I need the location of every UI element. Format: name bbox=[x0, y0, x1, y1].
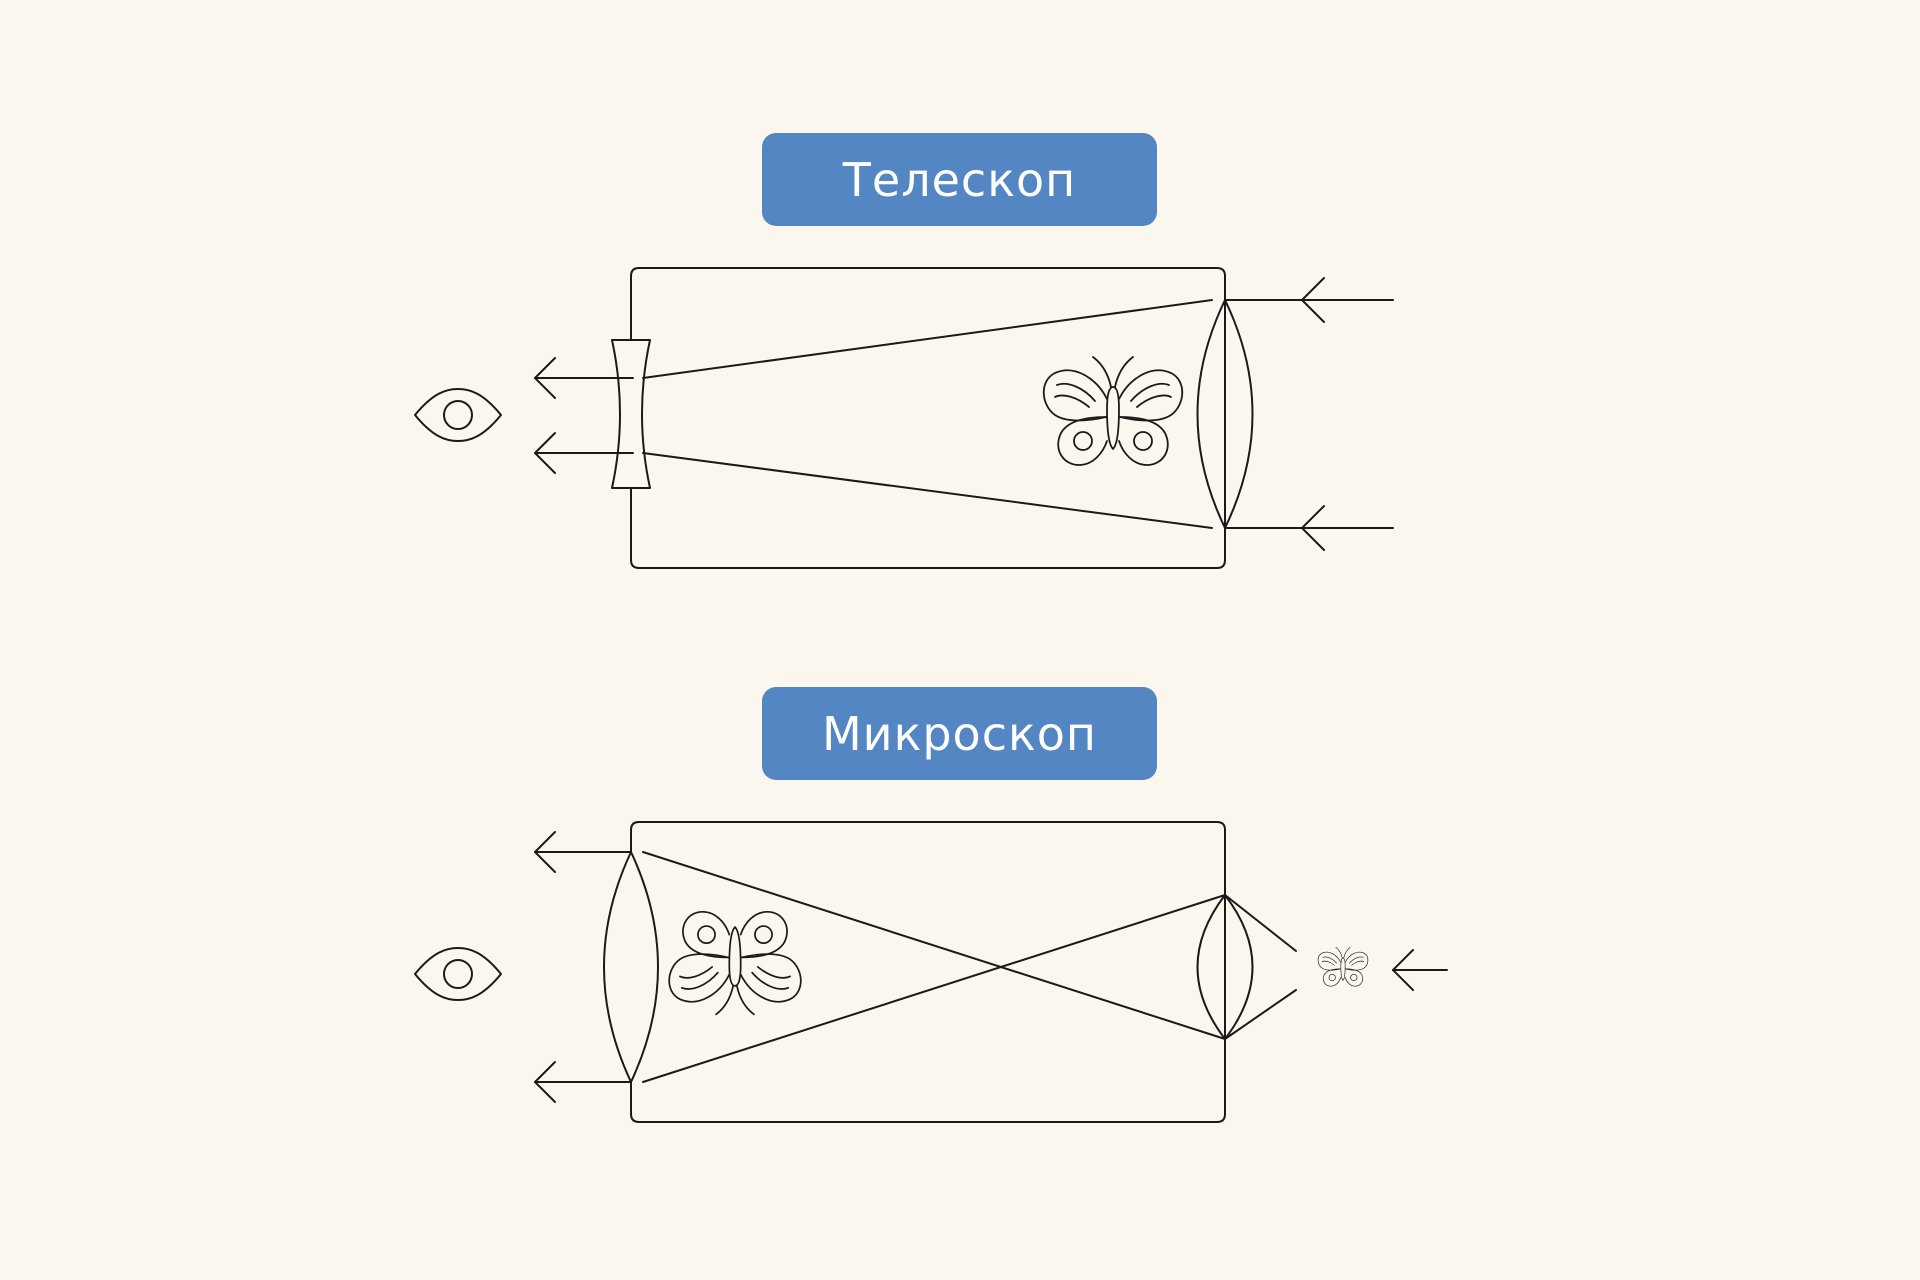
microscope-eyepiece-lens bbox=[603, 851, 659, 1083]
microscope-ray-object-bottom bbox=[1224, 989, 1297, 1040]
eye-icon bbox=[414, 388, 502, 442]
telescope-arrow-out-top bbox=[534, 357, 556, 399]
microscope-tube bbox=[630, 821, 1226, 1123]
telescope-ray-converge-top bbox=[642, 299, 1213, 379]
microscope-diagram bbox=[414, 821, 1448, 1123]
telescope-eyepiece-lens bbox=[611, 339, 651, 489]
telescope-ray-converge-bottom bbox=[642, 452, 1213, 529]
telescope-arrow-in-top bbox=[1301, 277, 1325, 323]
microscope-arrow-out-top bbox=[534, 831, 556, 873]
small-butterfly-icon bbox=[1317, 946, 1369, 987]
microscope-ray-cross-2 bbox=[642, 894, 1226, 1083]
microscope-arrow-in bbox=[1392, 949, 1414, 991]
telescope-diagram bbox=[414, 267, 1394, 569]
microscope-arrow-out-bottom bbox=[534, 1061, 556, 1103]
telescope-arrow-out-bottom bbox=[534, 432, 556, 474]
microscope-ray-cross-1 bbox=[642, 851, 1226, 1040]
butterfly-icon bbox=[1042, 356, 1184, 466]
eye-icon bbox=[414, 947, 502, 1001]
microscope-title-badge: Микроскоп bbox=[762, 687, 1157, 780]
microscope-ray-object-top bbox=[1224, 894, 1297, 952]
telescope-title-badge: Телескоп bbox=[762, 133, 1157, 226]
telescope-arrow-in-bottom bbox=[1301, 505, 1325, 551]
telescope-tube bbox=[630, 267, 1226, 569]
butterfly-icon bbox=[668, 910, 802, 1016]
